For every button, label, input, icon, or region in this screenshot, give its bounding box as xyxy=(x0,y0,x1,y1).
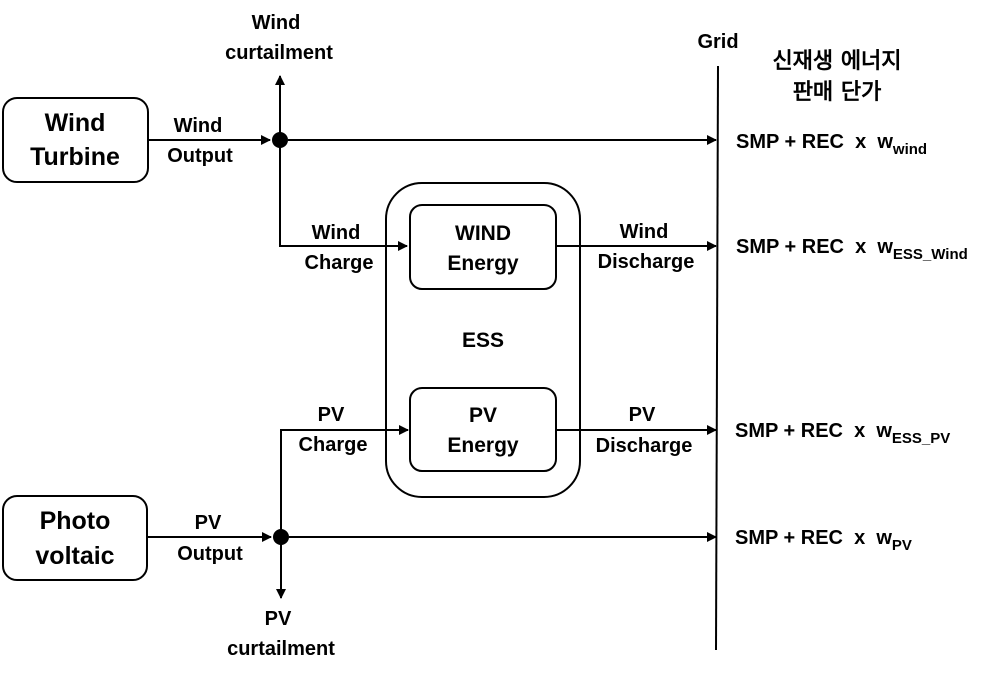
pv-energy-node: PV Energy xyxy=(409,387,557,472)
photovoltaic-label-line1: Photo xyxy=(40,507,111,535)
wind-energy-node: WIND Energy xyxy=(409,204,557,290)
pv-curtailment-label-line1: PV xyxy=(265,608,292,630)
photovoltaic-label-line2: voltaic xyxy=(35,542,114,570)
pv-output-label-line1: PV xyxy=(195,512,222,534)
price-header-line1: 신재생 에너지 xyxy=(772,49,901,74)
price-ess-wind: SMP + REC x wESS_Wind xyxy=(736,236,968,263)
wind-turbine-label-line2: Turbine xyxy=(30,143,120,171)
wind-curtailment-label-line1: Wind xyxy=(252,12,301,34)
price-wind: SMP + REC x wwind xyxy=(736,131,927,158)
wind-charge-label-line1: Wind xyxy=(312,222,361,244)
wind-discharge-label-line1: Wind xyxy=(620,221,669,243)
wind-curtailment-label-line2: curtailment xyxy=(225,42,333,64)
pv-charge-arrow xyxy=(280,425,409,537)
wind-output-label-line2: Output xyxy=(167,145,233,167)
price-pv: SMP + REC x wPV xyxy=(735,527,912,554)
price-ess-wind-base: SMP + REC x w xyxy=(736,236,893,258)
grid-line xyxy=(715,65,719,651)
wind-charge-label-line2: Charge xyxy=(305,252,374,274)
wind-discharge-label-line2: Discharge xyxy=(598,251,695,273)
price-ess-wind-sub: ESS_Wind xyxy=(893,246,968,263)
price-wind-base: SMP + REC x w xyxy=(736,131,893,153)
price-ess-pv-base: SMP + REC x w xyxy=(735,420,892,442)
wind-output-label-line1: Wind xyxy=(174,115,223,137)
price-pv-sub: PV xyxy=(892,537,912,554)
photovoltaic-node: Photo voltaic xyxy=(2,495,148,581)
price-pv-base: SMP + REC x w xyxy=(735,527,892,549)
price-wind-sub: wind xyxy=(892,141,927,158)
wind-turbine-label-line1: Wind xyxy=(45,109,106,137)
pv-discharge-label-line1: PV xyxy=(629,404,656,426)
pv-energy-label-line2: Energy xyxy=(447,434,519,457)
price-ess-pv: SMP + REC x wESS_PV xyxy=(735,420,950,447)
price-ess-pv-sub: ESS_PV xyxy=(892,430,950,447)
wind-charge-arrow xyxy=(279,140,408,251)
pv-charge-label-line1: PV xyxy=(318,404,345,426)
pv-energy-label-line1: PV xyxy=(469,404,497,427)
wind-energy-label-line2: Energy xyxy=(447,252,519,275)
ess-label: ESS xyxy=(462,329,504,352)
pv-curtailment-label-line2: curtailment xyxy=(227,638,335,660)
grid-label: Grid xyxy=(697,31,738,53)
pv-charge-label-line2: Charge xyxy=(299,434,368,456)
pv-discharge-label-line2: Discharge xyxy=(596,435,693,457)
pv-output-label-line2: Output xyxy=(177,543,243,565)
wind-turbine-node: Wind Turbine xyxy=(2,97,149,183)
price-header-line2: 판매 단가 xyxy=(793,80,882,105)
wind-energy-label-line1: WIND xyxy=(455,222,511,245)
